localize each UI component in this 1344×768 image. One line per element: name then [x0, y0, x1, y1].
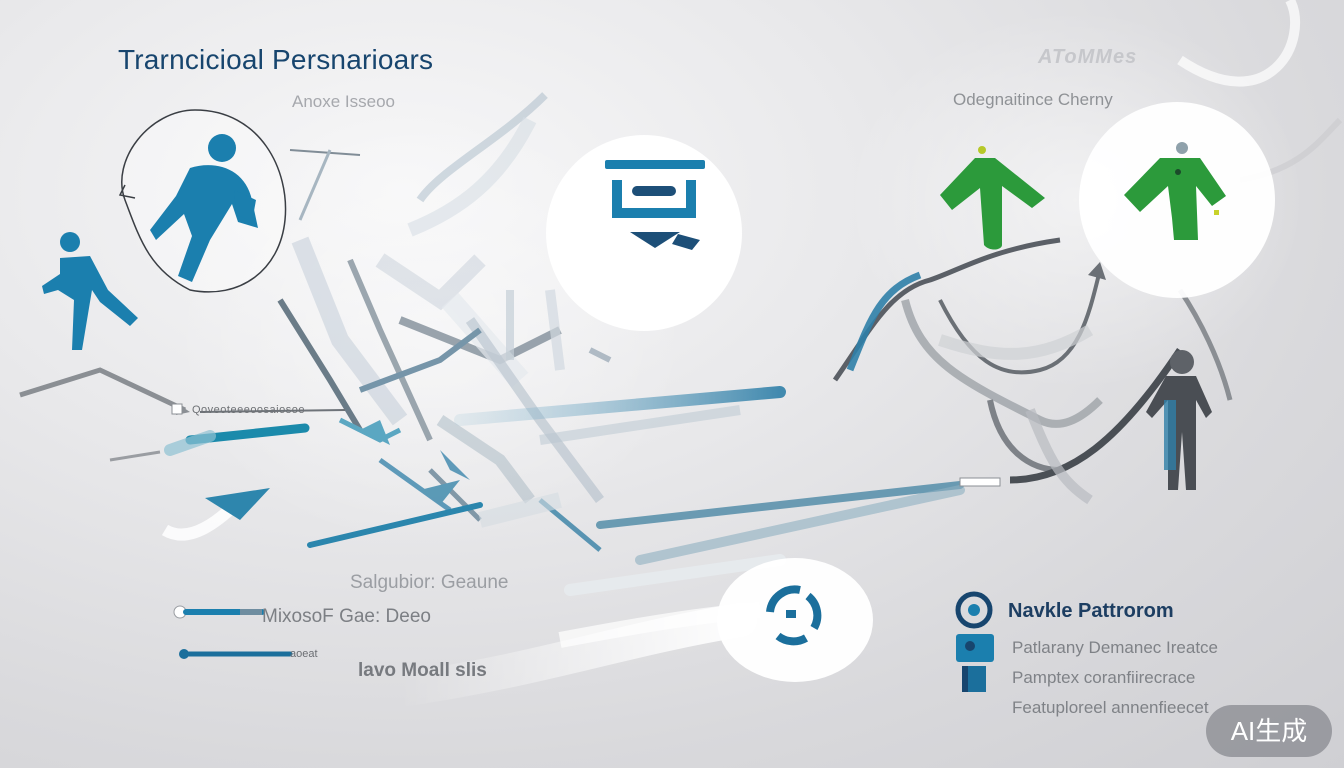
location-pin-icon [955, 591, 994, 692]
inbox-tray-icon [605, 160, 705, 250]
mid-label: Salgubior: Geaune [350, 572, 509, 593]
panel-line: Patlarany Demanec Ireatce [1012, 638, 1218, 657]
axis-label: Qoveoteeeoosaiosoe [192, 404, 305, 416]
arrow-cluster [277, 92, 612, 552]
green-person-arrow-icon [940, 146, 1045, 250]
ai-generated-badge: AI生成 [1206, 705, 1332, 757]
walking-person-large-icon [150, 134, 258, 282]
subtitle: Anoxe Isseoo [292, 92, 396, 111]
bar-label-2: aoeat [290, 648, 318, 660]
page-title: Trarncicioal Persnarioars [118, 44, 434, 75]
bottom-label: lavo Moall slis [358, 660, 487, 681]
faint-top-label: AToMMes [1038, 46, 1138, 68]
top-right-label: Odegnaitince Cherny [953, 90, 1113, 109]
bar-label-1: MixosoF Gae: Deeo [262, 606, 431, 627]
refresh-circle-icon [766, 585, 822, 646]
standing-person-icon [1146, 350, 1212, 490]
walking-person-icon [42, 232, 138, 350]
panel-title: Navkle Pattrorom [1008, 600, 1174, 622]
green-person-icon [1124, 142, 1226, 240]
panel-line: Featuploreel annenfieecet [1012, 698, 1209, 717]
panel-line: Pamptex coranfiirecrace [1012, 668, 1196, 687]
